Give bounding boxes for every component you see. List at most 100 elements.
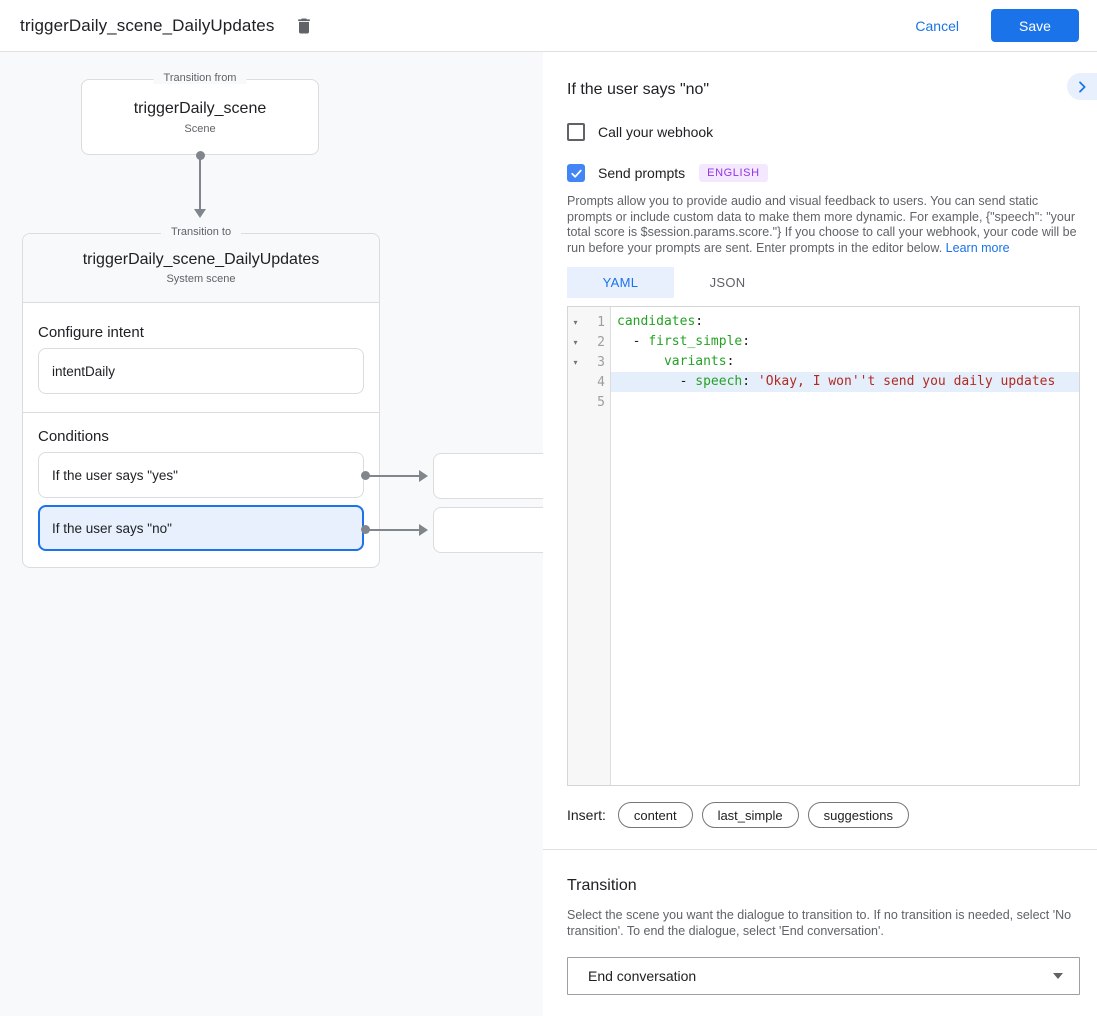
intent-value: intentDaily bbox=[52, 363, 116, 379]
chevron-down-icon bbox=[1053, 973, 1063, 979]
code-line: - speech: 'Okay, I won''t send you daily… bbox=[611, 372, 1079, 392]
delete-scene-button[interactable] bbox=[290, 12, 318, 40]
code-token-plain: : bbox=[742, 374, 758, 389]
header-actions: Cancel Save bbox=[903, 9, 1079, 42]
code-line: variants: bbox=[611, 352, 1079, 372]
gutter-line: 4 bbox=[568, 372, 610, 392]
divider bbox=[23, 412, 379, 413]
line-number: 5 bbox=[597, 394, 605, 410]
connector-dot bbox=[361, 525, 370, 534]
learn-more-link[interactable]: Learn more bbox=[945, 240, 1010, 255]
condition-label: If the user says "yes" bbox=[52, 467, 178, 483]
fold-arrow-icon[interactable]: ▾ bbox=[573, 317, 578, 327]
cancel-button[interactable]: Cancel bbox=[903, 10, 971, 42]
gutter-line: ▾1 bbox=[568, 312, 610, 332]
line-number: 3 bbox=[597, 354, 605, 370]
gutter-line: ▾3 bbox=[568, 352, 610, 372]
code-token-plain: - bbox=[617, 334, 649, 349]
arrow-right-icon bbox=[419, 470, 428, 482]
flow-connector-line bbox=[366, 475, 420, 477]
code-token-key: candidates bbox=[617, 314, 696, 329]
code-token-plain: : bbox=[695, 314, 704, 329]
from-scene-type: Scene bbox=[184, 123, 216, 135]
insert-chip-suggestions[interactable]: suggestions bbox=[807, 802, 909, 828]
line-number: 4 bbox=[597, 374, 605, 390]
send-prompts-checkbox[interactable] bbox=[567, 164, 585, 182]
page-title: triggerDaily_scene_DailyUpdates bbox=[20, 15, 275, 35]
code-token-string: 'Okay, I won''t send you daily updates bbox=[757, 374, 1056, 389]
code-line bbox=[611, 392, 1079, 412]
conditions-label: Conditions bbox=[38, 428, 109, 445]
code-token-plain bbox=[617, 354, 664, 369]
code-token-plain: : bbox=[742, 334, 751, 349]
collapse-panel-button[interactable] bbox=[1067, 73, 1097, 100]
insert-row: Insert: content last_simple suggestions bbox=[567, 802, 1080, 828]
condition-item[interactable]: If the user says "yes" bbox=[38, 452, 364, 498]
trash-icon bbox=[294, 16, 314, 36]
transition-select-value: End conversation bbox=[588, 968, 697, 984]
scene-flow-canvas: Transition from triggerDaily_scene Scene… bbox=[0, 52, 543, 1016]
code-token-key: first_simple bbox=[648, 334, 743, 349]
chevron-right-icon bbox=[1074, 79, 1090, 95]
insert-chips: content last_simple suggestions bbox=[617, 802, 918, 828]
transition-to-legend: Transition to bbox=[160, 226, 242, 238]
call-webhook-row[interactable]: Call your webhook bbox=[567, 123, 1080, 141]
condition-item[interactable]: If the user says "no" bbox=[38, 505, 364, 551]
transition-to-card[interactable]: Transition to triggerDaily_scene_DailyUp… bbox=[22, 226, 380, 568]
to-card-body: Configure intent intentDaily Conditions … bbox=[23, 324, 379, 551]
send-prompts-row[interactable]: Send prompts ENGLISH bbox=[567, 164, 1080, 182]
insert-chip-content[interactable]: content bbox=[617, 802, 693, 828]
connector-dot bbox=[196, 151, 205, 160]
language-badge: ENGLISH bbox=[699, 164, 768, 182]
transition-description: Select the scene you want the dialogue t… bbox=[567, 908, 1072, 938]
condition-title: If the user says "no" bbox=[567, 81, 710, 98]
transition-from-card[interactable]: Transition from triggerDaily_scene Scene bbox=[81, 72, 319, 155]
app-header: triggerDaily_scene_DailyUpdates Cancel S… bbox=[0, 0, 1097, 52]
condition-detail-panel: If the user says "no" Call your webhook … bbox=[543, 52, 1097, 1016]
code-token-key: speech bbox=[695, 374, 743, 389]
flow-connector-line bbox=[199, 156, 201, 210]
configure-intent-label: Configure intent bbox=[38, 324, 144, 341]
arrow-right-icon bbox=[419, 524, 428, 536]
send-prompts-label: Send prompts bbox=[598, 165, 686, 181]
prompts-description: Prompts allow you to provide audio and v… bbox=[567, 194, 1080, 256]
arrow-down-icon bbox=[194, 209, 206, 218]
insert-chip-last_simple[interactable]: last_simple bbox=[701, 802, 799, 828]
to-scene-type: System scene bbox=[166, 273, 236, 285]
fold-arrow-icon[interactable]: ▾ bbox=[573, 357, 578, 367]
checkmark-icon bbox=[570, 167, 583, 180]
webhook-checkbox[interactable] bbox=[567, 123, 585, 141]
insert-label: Insert: bbox=[567, 807, 606, 823]
condition-label: If the user says "no" bbox=[52, 520, 172, 536]
gutter-line: ▾2 bbox=[568, 332, 610, 352]
intent-field[interactable]: intentDaily bbox=[38, 348, 364, 394]
transition-target-box[interactable] bbox=[433, 453, 543, 499]
save-button[interactable]: Save bbox=[991, 9, 1079, 42]
from-scene-name: triggerDaily_scene bbox=[133, 100, 267, 117]
transition-from-legend: Transition from bbox=[153, 72, 247, 84]
code-line: - first_simple: bbox=[611, 332, 1079, 352]
transition-target-box[interactable] bbox=[433, 507, 543, 553]
transition-select[interactable]: End conversation bbox=[567, 957, 1080, 995]
line-number: 2 bbox=[597, 334, 605, 350]
flow-connector-line bbox=[366, 529, 420, 531]
prompts-description-text: Prompts allow you to provide audio and v… bbox=[567, 194, 1077, 255]
code-line: candidates: bbox=[611, 312, 1079, 332]
tab-yaml[interactable]: YAML bbox=[567, 267, 674, 298]
divider bbox=[543, 849, 1097, 850]
code-token-plain: - bbox=[617, 374, 696, 389]
editor-format-tabs: YAML JSON bbox=[567, 267, 1080, 298]
code-pane[interactable]: candidates: - first_simple: variants: - … bbox=[611, 307, 1079, 785]
fold-arrow-icon[interactable]: ▾ bbox=[573, 337, 578, 347]
code-token-key: variants bbox=[663, 354, 727, 369]
tab-json[interactable]: JSON bbox=[709, 275, 746, 290]
to-scene-name: triggerDaily_scene_DailyUpdates bbox=[82, 251, 320, 268]
conditions-list: If the user says "yes" If the user says "… bbox=[38, 452, 364, 551]
gutter-line: 5 bbox=[568, 392, 610, 412]
to-card-header: triggerDaily_scene_DailyUpdates System s… bbox=[23, 234, 379, 303]
line-number: 1 bbox=[597, 314, 605, 330]
transition-heading: Transition bbox=[567, 877, 637, 894]
webhook-label: Call your webhook bbox=[598, 124, 714, 140]
